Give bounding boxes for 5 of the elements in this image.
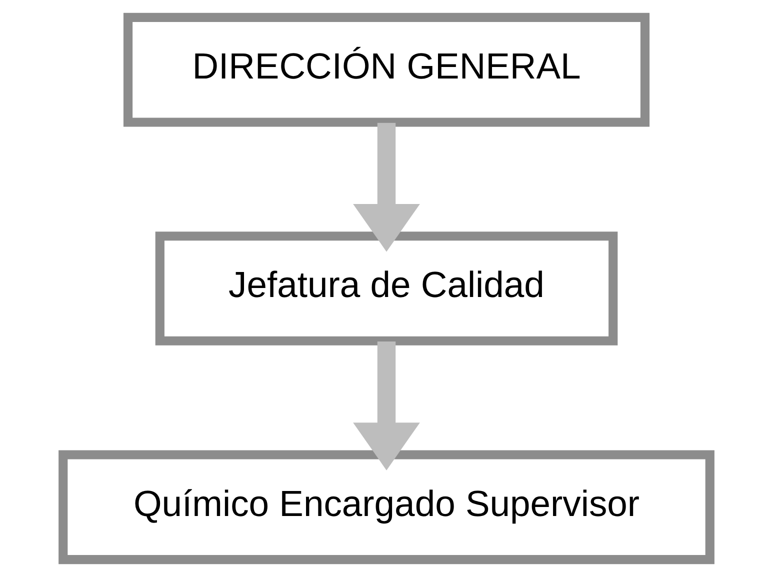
node-box: Químico Encargado Supervisor [58,450,714,564]
node-box: Jefatura de Calidad [155,232,618,346]
arrow [353,342,420,470]
arrow [353,122,420,252]
node-box: DIRECCIÓN GENERAL [123,12,650,127]
